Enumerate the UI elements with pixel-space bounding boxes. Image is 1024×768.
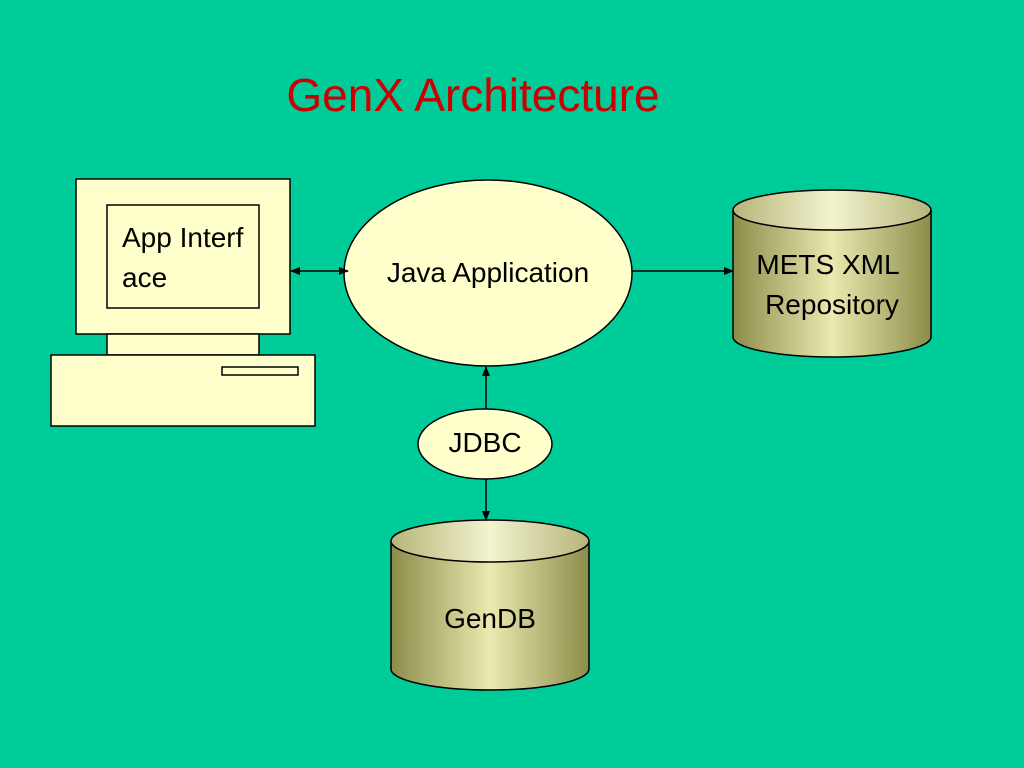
mets-repository-label-line2: Repository	[765, 289, 899, 320]
gendb-cylinder	[390, 519, 590, 691]
monitor-stand	[106, 333, 260, 356]
monitor-screen	[106, 204, 260, 309]
jdbc-label: JDBC	[448, 427, 522, 458]
disk-drive-slot	[221, 366, 299, 376]
mets-repository-cylinder	[732, 189, 932, 358]
app-interface-label: App Interface	[122, 222, 244, 293]
slide-title: GenX Architecture	[286, 69, 660, 121]
computer-base	[50, 354, 316, 427]
mets-repository-label-line1: METS XML	[756, 249, 900, 280]
computer-icon	[50, 178, 316, 427]
java-application-label: Java Application	[386, 257, 590, 288]
gendb-label: GenDB	[444, 603, 536, 634]
jdbc-node	[417, 408, 553, 480]
